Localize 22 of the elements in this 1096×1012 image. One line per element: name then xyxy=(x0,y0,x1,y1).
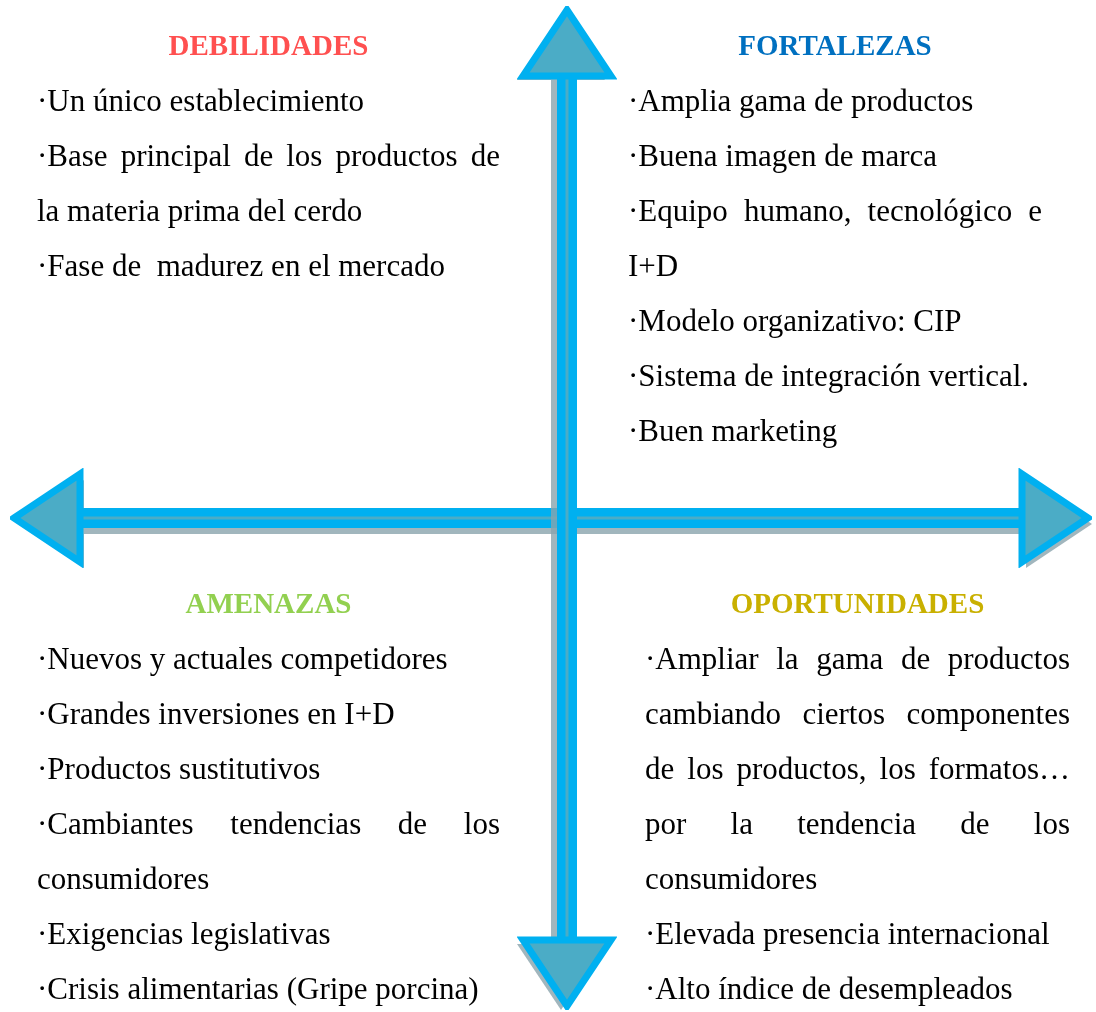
list-item: ·Nuevos y actuales competidores xyxy=(37,640,449,678)
list-item: ·Productos sustitutivos xyxy=(37,750,322,788)
quadrant-heading: OPORTUNIDADES xyxy=(729,586,986,621)
quadrant-heading: FORTALEZAS xyxy=(737,28,933,63)
list-item: ·Buena imagen de marca xyxy=(628,137,938,175)
list-item: ·Elevada presencia internacional xyxy=(645,915,1051,953)
list-item: ·Crisis alimentarias (Gripe porcina) xyxy=(37,970,480,1008)
list-item: ·Equipo humano, tecnológico e I+D xyxy=(628,192,1042,285)
list-item: ·Modelo organizativo: CIP xyxy=(628,302,963,340)
quadrant-heading: DEBILIDADES xyxy=(167,28,370,63)
list-item: ·Grandes inversiones en I+D xyxy=(37,695,396,733)
list-item: ·Cambiantes tendencias de los consumidores xyxy=(37,805,500,898)
list-item: ·Base principal de los productos de la materia prima del cerdo xyxy=(37,137,500,230)
list-item: ·Un único establecimiento xyxy=(37,82,366,120)
quadrant-heading: AMENAZAS xyxy=(184,586,353,621)
list-item: ·Alto índice de desempleados xyxy=(645,970,1014,1008)
list-item: ·Fase de madurez en el mercado xyxy=(37,247,446,285)
list-item: ·Exigencias legislativas xyxy=(37,915,332,953)
list-item: ·Sistema de integración vertical. xyxy=(628,357,1031,395)
list-item: ·Ampliar la gama de productos cambiando ciertos componentes de los productos, los formatos… por la tendencia de los consumidores xyxy=(645,640,1070,898)
list-item: ·Buen marketing xyxy=(628,412,839,450)
list-item: ·Amplia gama de productos xyxy=(628,82,975,120)
